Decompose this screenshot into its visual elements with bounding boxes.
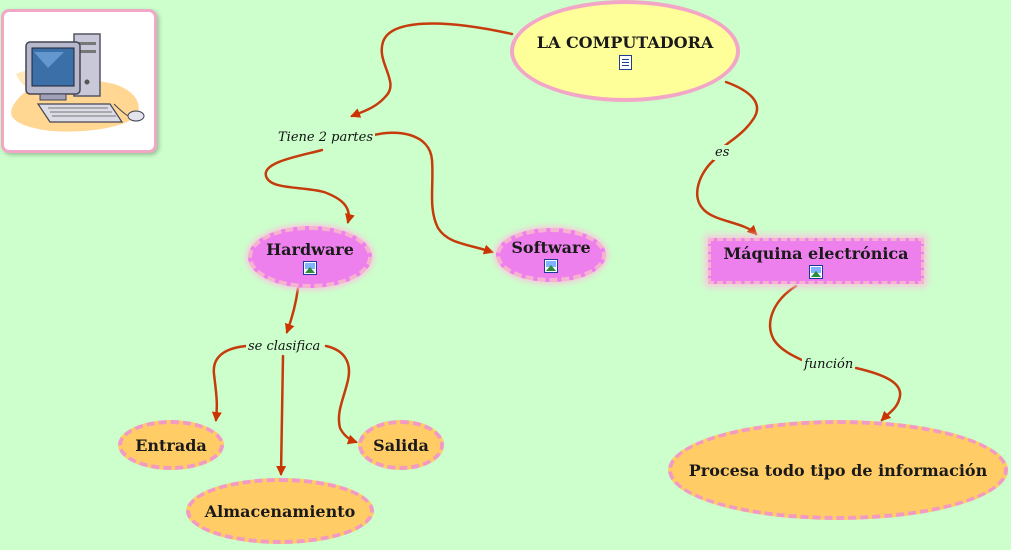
document-icon[interactable] xyxy=(618,54,632,70)
node-label: Máquina electrónica xyxy=(723,243,909,263)
node-la-computadora[interactable]: LA COMPUTADORA xyxy=(510,0,740,102)
edge-clasifica-to-salida xyxy=(324,344,358,445)
node-label: Salida xyxy=(373,435,429,455)
edge-es-to-maquina xyxy=(696,158,758,236)
computer-clipart-icon xyxy=(1,9,157,153)
image-icon[interactable] xyxy=(544,258,558,273)
node-maquina-electronica[interactable]: Máquina electrónica xyxy=(708,238,924,284)
node-software[interactable]: Software xyxy=(496,228,606,282)
image-icon[interactable] xyxy=(809,264,823,279)
node-procesa-informacion[interactable]: Procesa todo tipo de información xyxy=(668,420,1008,520)
node-label: Software xyxy=(511,237,591,257)
link-label-es: es xyxy=(713,145,732,160)
edge-clasifica-to-almacenamiento xyxy=(276,354,287,476)
edge-funcion-to-procesa xyxy=(854,366,902,422)
node-label: Almacenamiento xyxy=(204,501,356,521)
node-hardware[interactable]: Hardware xyxy=(248,226,372,288)
edge-tiene-to-software xyxy=(368,131,494,255)
link-label-tiene-2-partes: Tiene 2 partes xyxy=(276,130,375,145)
edge-root-to-es xyxy=(718,80,759,152)
node-label: Procesa todo tipo de información xyxy=(688,460,988,480)
computer-illustration xyxy=(11,33,145,132)
node-label: Entrada xyxy=(135,435,207,455)
image-icon[interactable] xyxy=(303,260,317,275)
link-label-se-clasifica: se clasifica xyxy=(246,339,323,354)
edge-clasifica-to-entrada xyxy=(211,344,248,422)
node-entrada[interactable]: Entrada xyxy=(118,420,224,470)
edge-root-to-tiene xyxy=(350,22,514,118)
node-salida[interactable]: Salida xyxy=(358,420,444,470)
node-label: Hardware xyxy=(266,239,354,259)
node-almacenamiento[interactable]: Almacenamiento xyxy=(186,478,374,544)
edge-maquina-to-funcion xyxy=(768,284,808,364)
link-label-funcion: función xyxy=(802,357,856,372)
edge-tiene-to-hardware xyxy=(264,148,355,224)
node-label: LA COMPUTADORA xyxy=(536,32,714,52)
edge-hardware-to-clasifica xyxy=(284,286,300,334)
